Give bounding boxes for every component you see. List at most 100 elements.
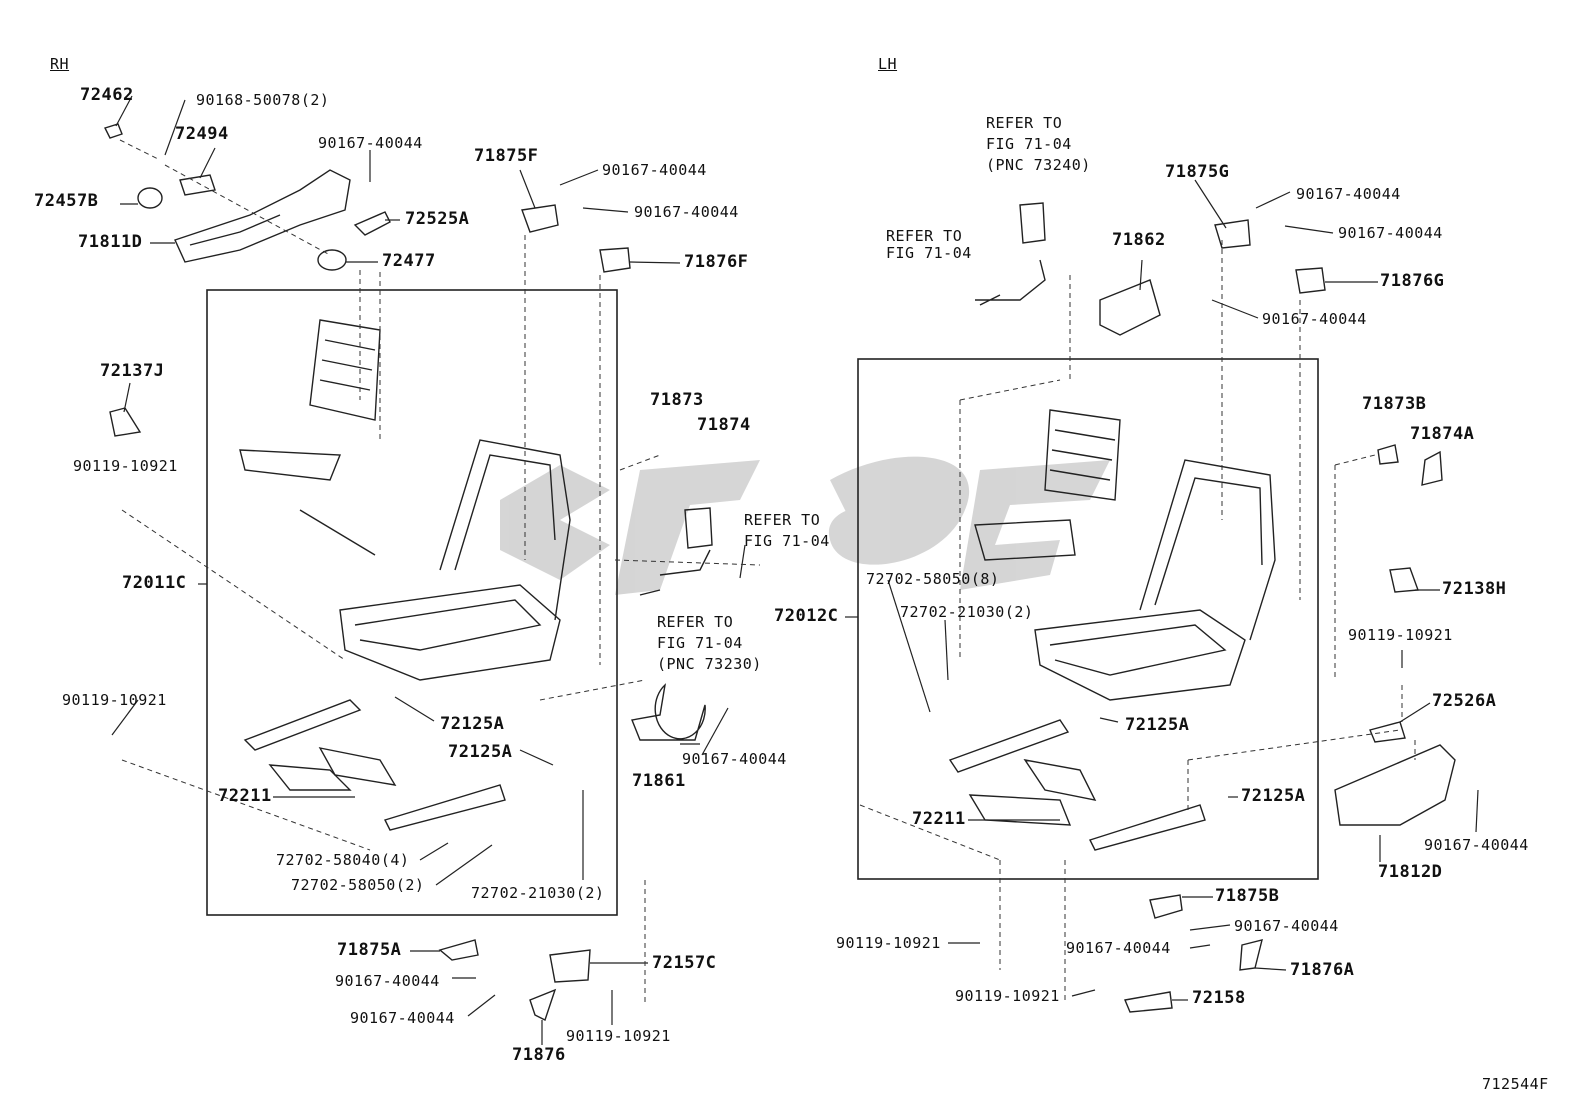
part-label-90167-40044: 90167-40044 <box>1262 310 1367 328</box>
lh-seatback-frame <box>1139 459 1276 641</box>
rh-buckle <box>684 507 713 549</box>
rh-seat-cushion-frame <box>339 584 561 681</box>
part-label-90167-40044: 90167-40044 <box>1424 836 1529 854</box>
rh-clip-72525a <box>353 211 391 236</box>
lh-buckle <box>1019 202 1046 244</box>
part-label-72702-58050: 72702-58050(8) <box>866 570 1000 588</box>
rh-bracket-72157c <box>549 949 591 983</box>
part-label-72477: 72477 <box>382 251 436 271</box>
rh-side-shield-71811d <box>174 169 351 263</box>
part-label-72211: 72211 <box>912 809 966 829</box>
lh-handle-72211 <box>968 794 1072 826</box>
part-label-90167-40044: 90167-40044 <box>350 1009 455 1027</box>
part-label-72012c: 72012C <box>774 606 839 626</box>
part-label-90167-40044: 90167-40044 <box>1234 917 1339 935</box>
part-label-72494: 72494 <box>175 124 229 144</box>
part-label-90167-40044: 90167-40044 <box>1066 939 1171 957</box>
part-label-71875a: 71875A <box>337 940 402 960</box>
part-label-90167-40044: 90167-40044 <box>1338 224 1443 242</box>
part-label-71874a: 71874A <box>1410 424 1475 444</box>
lh-slide-rail-lower <box>1089 804 1206 851</box>
lh-spring-upper <box>1044 409 1121 501</box>
refer-line: FIG 71-04 <box>986 135 1072 153</box>
part-label-71811d: 71811D <box>78 232 143 252</box>
part-label-90167-40044: 90167-40044 <box>318 134 423 152</box>
part-label-90119-10921: 90119-10921 <box>955 987 1060 1005</box>
part-label-90167-40044: 90167-40044 <box>1296 185 1401 203</box>
figure-code: 712544F <box>1482 1075 1549 1093</box>
rh-bracket-72137j <box>109 407 142 437</box>
part-label-72702-58050: 72702-58050(2) <box>291 876 425 894</box>
part-label-71876g: 71876G <box>1380 271 1445 291</box>
side-label-lh: LH <box>878 55 898 73</box>
lh-bracket-71876g <box>1295 267 1326 294</box>
part-label-71873: 71873 <box>650 390 704 410</box>
refer-note-belt: REFER TO FIG 71-04 <box>744 510 830 552</box>
refer-note-buckle: REFER TO FIG 71-04 (PNC 73230) <box>657 612 762 675</box>
refer-line: REFER TO <box>886 227 963 245</box>
lh-bracket-71875b <box>1149 894 1183 919</box>
rh-cover-72477 <box>317 249 347 271</box>
side-label-rh: RH <box>50 55 70 73</box>
part-label-72125a: 72125A <box>448 742 513 762</box>
part-label-90168-50078: 90168-50078(2) <box>196 91 330 109</box>
rh-bracket-71875f <box>521 204 559 233</box>
part-label-71876f: 71876F <box>684 252 749 272</box>
part-label-71812d: 71812D <box>1378 862 1443 882</box>
rh-cap-72462 <box>104 123 123 139</box>
part-label-71876: 71876 <box>512 1045 566 1065</box>
part-label-90167-40044: 90167-40044 <box>634 203 739 221</box>
lh-bracket-71875g <box>1214 219 1251 249</box>
lh-bracket-72158 <box>1124 991 1173 1013</box>
part-label-72125a: 72125A <box>1241 786 1306 806</box>
part-label-72137j: 72137J <box>100 361 165 381</box>
rh-slide-rail-upper <box>243 699 362 751</box>
lh-bracket-71876a <box>1239 939 1263 971</box>
refer-line: (PNC 73230) <box>657 655 762 673</box>
rh-bracket-71875a <box>438 939 479 961</box>
refer-note-lh-small: REFER TO FIG 71-04 <box>886 228 972 262</box>
part-label-71874: 71874 <box>697 415 751 435</box>
rh-bracket-71876f <box>599 247 631 273</box>
refer-line: REFER TO <box>744 511 821 529</box>
lh-spring-lower <box>974 519 1076 561</box>
part-label-72125a: 72125A <box>1125 715 1190 735</box>
part-label-90167-40044: 90167-40044 <box>602 161 707 179</box>
part-label-72702-58040: 72702-58040(4) <box>276 851 410 869</box>
lh-slide-rail-upper <box>948 719 1070 773</box>
part-label-90119-10921: 90119-10921 <box>566 1027 671 1045</box>
part-label-71875g: 71875G <box>1165 162 1230 182</box>
part-label-72702-21030: 72702-21030(2) <box>900 603 1034 621</box>
part-label-90119-10921: 90119-10921 <box>62 691 167 709</box>
rh-panel-71861 <box>631 683 706 741</box>
lh-seat-frame-box <box>857 358 1319 880</box>
refer-line: FIG 71-04 <box>744 532 830 550</box>
part-label-71875b: 71875B <box>1215 886 1280 906</box>
refer-line: FIG 71-04 <box>657 634 743 652</box>
lh-bracket-72138h <box>1389 567 1419 593</box>
refer-line: REFER TO <box>986 114 1063 132</box>
lh-cap-72526a <box>1369 721 1406 743</box>
part-label-72157c: 72157C <box>652 953 717 973</box>
rh-seatback-frame <box>439 439 571 621</box>
rh-bracket-71876 <box>529 988 557 1021</box>
part-label-72011c: 72011C <box>122 573 187 593</box>
part-label-72525a: 72525A <box>405 209 470 229</box>
part-label-90167-40044: 90167-40044 <box>682 750 787 768</box>
lh-seat-cushion-frame <box>1034 609 1246 701</box>
part-label-72702-21030: 72702-21030(2) <box>471 884 605 902</box>
part-label-72211: 72211 <box>218 786 272 806</box>
part-label-72526a: 72526A <box>1432 691 1497 711</box>
part-label-90119-10921: 90119-10921 <box>73 457 178 475</box>
part-label-90119-10921: 90119-10921 <box>836 934 941 952</box>
rh-handle-72211 <box>268 764 352 791</box>
part-label-71876a: 71876A <box>1290 960 1355 980</box>
part-label-71875f: 71875F <box>474 146 539 166</box>
part-label-72457b: 72457B <box>34 191 99 211</box>
lh-bracket-71873b <box>1377 444 1399 465</box>
part-label-90167-40044: 90167-40044 <box>335 972 440 990</box>
part-label-72138h: 72138H <box>1442 579 1507 599</box>
part-label-71862: 71862 <box>1112 230 1166 250</box>
part-label-72158: 72158 <box>1192 988 1246 1008</box>
